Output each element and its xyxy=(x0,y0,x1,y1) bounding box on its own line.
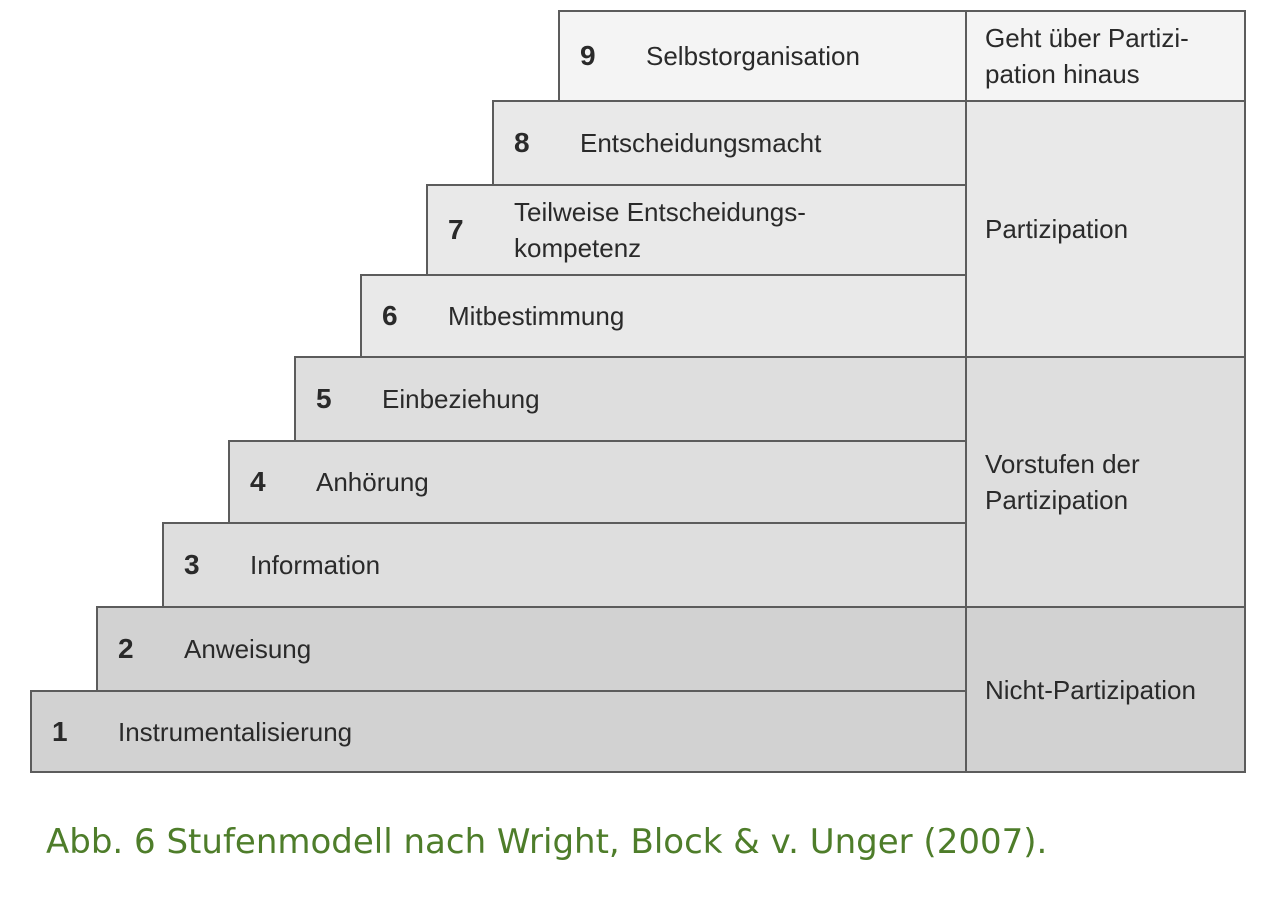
step-label: Selbstorganisation xyxy=(646,41,860,71)
step-6: 6 Mitbestimmung xyxy=(360,274,965,356)
step-4: 4 Anhörung xyxy=(228,440,965,522)
step-number: 1 xyxy=(52,716,68,747)
step-2: 2 Anweisung xyxy=(96,606,965,690)
step-number: 8 xyxy=(514,127,530,158)
step-number: 4 xyxy=(250,466,266,497)
category-block: Partizipation xyxy=(965,100,1245,356)
step-number: 9 xyxy=(580,40,596,71)
category-label: Nicht-Partizipation xyxy=(985,675,1196,705)
step-label: Teilweise Entscheidungs- kompetenz xyxy=(514,197,806,263)
frame-bottom-border xyxy=(30,771,1246,773)
step-label: Anhörung xyxy=(316,467,429,497)
step-number: 6 xyxy=(382,300,398,331)
step-number: 2 xyxy=(118,633,134,664)
step-3: 3 Information xyxy=(162,522,965,606)
step-number: 5 xyxy=(316,383,332,414)
step-label: Instrumentalisierung xyxy=(118,717,353,747)
step-9: 9 Selbstorganisation xyxy=(558,10,965,100)
category-block: Vorstufen der Partizipation xyxy=(965,356,1245,606)
step-label: Einbeziehung xyxy=(382,384,540,414)
step-8: 8 Entscheidungsmacht xyxy=(492,100,965,184)
category-label: Partizipation xyxy=(985,214,1129,244)
step-label: Anweisung xyxy=(184,634,312,664)
step-label: Information xyxy=(250,550,381,580)
category-block: Nicht-Partizipation xyxy=(965,606,1245,772)
frame-right-border xyxy=(1244,10,1246,773)
category-block: Geht über Partizi- pation hinaus xyxy=(965,10,1245,100)
step-number: 7 xyxy=(448,214,464,245)
category-label: Geht über Partizi- pation hinaus xyxy=(985,23,1189,89)
figure-caption: Abb. 6 Stufenmodell nach Wright, Block &… xyxy=(46,822,1048,862)
step-label: Mitbestimmung xyxy=(448,301,625,331)
category-label: Vorstufen der Partizipation xyxy=(985,449,1140,515)
step-7: 7 Teilweise Entscheidungs- kompetenz xyxy=(426,184,965,274)
step-1: 1 Instrumentalisierung xyxy=(30,690,965,772)
step-number: 3 xyxy=(184,549,200,580)
step-label: Entscheidungsmacht xyxy=(580,128,822,158)
frame-divider xyxy=(965,10,967,772)
step-5: 5 Einbeziehung xyxy=(294,356,965,440)
